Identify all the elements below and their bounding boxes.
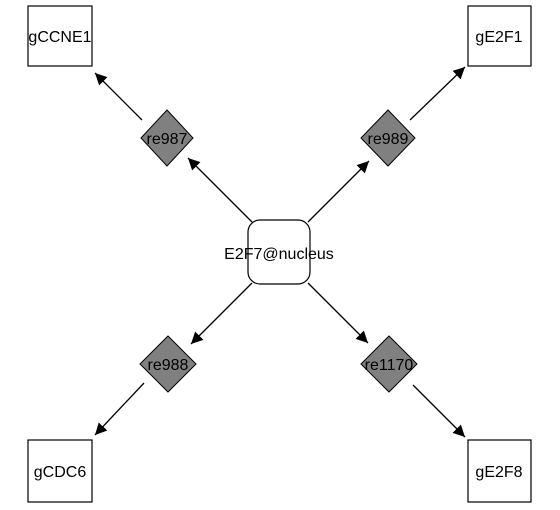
edge-center-re987	[187, 157, 253, 223]
edge-re989-gE2F1	[409, 66, 466, 121]
edge-center-re1170	[307, 282, 369, 344]
gene-node-gE2F1[interactable]: gE2F1	[467, 5, 532, 67]
gene-node-label: gCDC6	[34, 464, 87, 481]
reaction-re989[interactable]: re989	[360, 109, 416, 167]
reaction-label: re987	[147, 131, 188, 148]
center-node-label: E2F7@nucleus	[224, 246, 334, 263]
gene-node-gCCNE1[interactable]: gCCNE1	[27, 5, 93, 67]
center-node[interactable]: E2F7@nucleus	[224, 219, 334, 285]
gene-node-label: gCCNE1	[28, 29, 91, 46]
edge-re987-gCCNE1	[94, 72, 143, 121]
gene-node-gCDC6[interactable]: gCDC6	[27, 439, 93, 503]
gene-node-gE2F8[interactable]: gE2F8	[467, 439, 532, 503]
gene-node-label: gE2F8	[475, 464, 522, 481]
edge-re988-gCDC6	[94, 382, 145, 436]
reaction-re987[interactable]: re987	[140, 109, 194, 167]
reaction-label: re1170	[365, 357, 414, 374]
reaction-label: re988	[148, 357, 189, 374]
gene-node-label: gE2F1	[475, 29, 522, 46]
edge-re1170-gE2F8	[412, 384, 466, 438]
edge-center-re989	[307, 160, 370, 223]
reaction-re1170[interactable]: re1170	[360, 335, 418, 393]
edge-center-re988	[190, 282, 253, 345]
reaction-re988[interactable]: re988	[139, 335, 197, 393]
reaction-label: re989	[368, 131, 409, 148]
